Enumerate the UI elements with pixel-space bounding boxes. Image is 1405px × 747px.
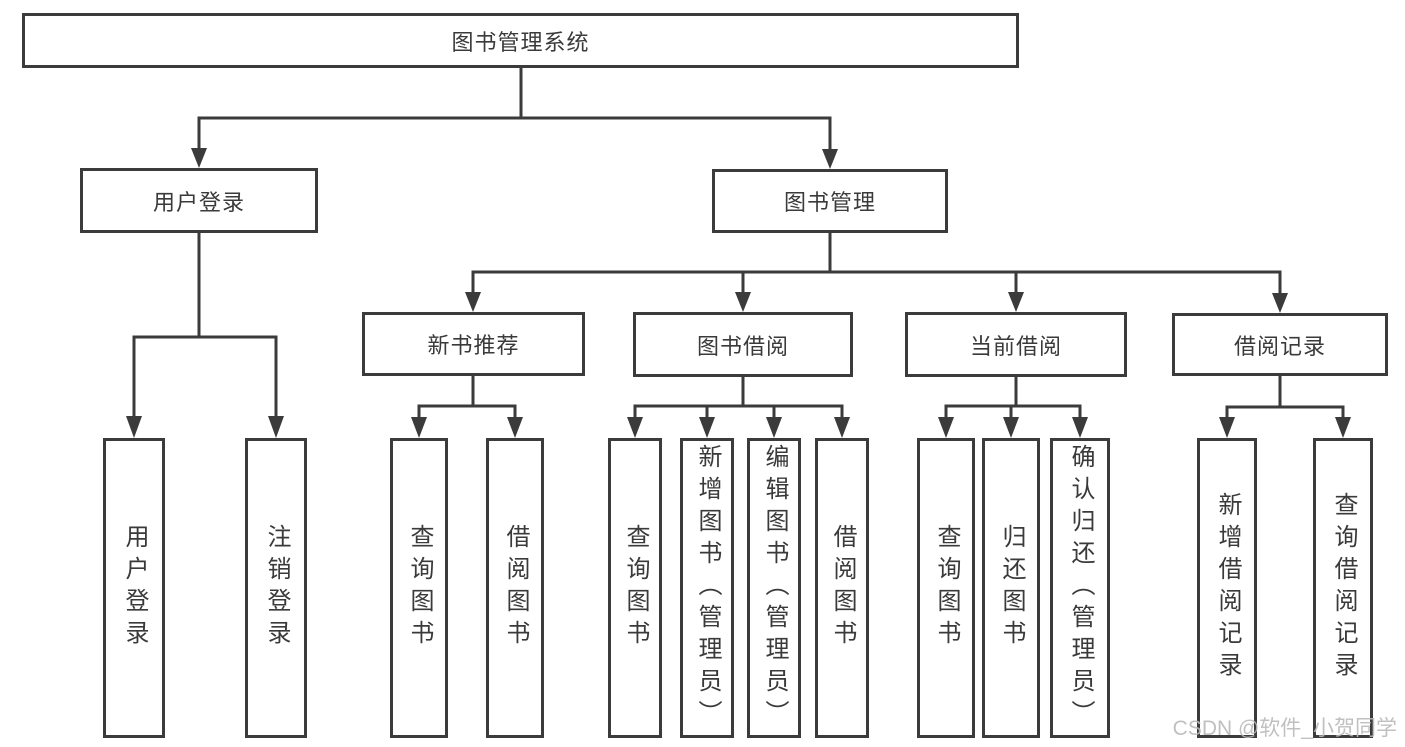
leaf-borrow-books-borrowing: 借阅图书 bbox=[815, 438, 869, 738]
node-label: 当前借阅 bbox=[969, 333, 1062, 359]
leaf-label: 借阅图书 bbox=[829, 524, 856, 652]
leaf-label: 查询图书 bbox=[933, 524, 960, 652]
csdn-watermark: CSDN @软件_小贺同学 bbox=[1172, 717, 1397, 740]
leaf-label: 用户登录 bbox=[121, 524, 148, 652]
leaf-query-books-borrowing: 查询图书 bbox=[608, 438, 662, 738]
leaf-label: 新增借阅记录 bbox=[1214, 492, 1241, 684]
leaf-label: 编辑图书（管理员） bbox=[761, 444, 788, 732]
leaf-confirm-return-admin: 确认归还（管理员） bbox=[1050, 438, 1110, 738]
leaf-label: 注销登录 bbox=[263, 524, 290, 652]
node-label: 借阅记录 bbox=[1233, 333, 1326, 359]
leaf-label: 查询图书 bbox=[622, 524, 649, 652]
node-label: 图书管理系统 bbox=[451, 29, 590, 55]
leaf-logout-login: 注销登录 bbox=[245, 438, 307, 738]
leaf-edit-book-admin: 编辑图书（管理员） bbox=[747, 438, 801, 738]
node-current-borrowing: 当前借阅 bbox=[905, 312, 1127, 377]
node-label: 图书借阅 bbox=[696, 333, 789, 359]
node-new-book-recommend: 新书推荐 bbox=[362, 312, 585, 376]
leaf-borrow-books-recommend: 借阅图书 bbox=[486, 438, 544, 738]
leaf-query-borrow-record: 查询借阅记录 bbox=[1313, 438, 1373, 738]
leaf-label: 确认归还（管理员） bbox=[1067, 444, 1094, 732]
leaf-user-login: 用户登录 bbox=[103, 438, 165, 738]
leaf-label: 查询图书 bbox=[406, 524, 433, 652]
node-label: 新书推荐 bbox=[427, 333, 520, 358]
node-label: 图书管理 bbox=[783, 190, 876, 215]
leaf-add-borrow-record: 新增借阅记录 bbox=[1197, 438, 1257, 738]
node-book-management: 图书管理 bbox=[712, 169, 948, 233]
node-label: 用户登录 bbox=[152, 189, 245, 215]
leaf-return-books: 归还图书 bbox=[982, 438, 1040, 738]
leaf-label: 查询借阅记录 bbox=[1330, 492, 1357, 684]
node-book-borrowing: 图书借阅 bbox=[633, 312, 853, 377]
node-library-system: 图书管理系统 bbox=[22, 13, 1019, 68]
node-user-login: 用户登录 bbox=[80, 168, 318, 233]
leaf-query-books-current: 查询图书 bbox=[917, 438, 975, 738]
leaf-add-book-admin: 新增图书（管理员） bbox=[680, 438, 734, 738]
leaf-label: 归还图书 bbox=[998, 524, 1025, 652]
leaf-label: 借阅图书 bbox=[502, 524, 529, 652]
leaf-query-books-recommend: 查询图书 bbox=[390, 438, 448, 738]
leaf-label: 新增图书（管理员） bbox=[694, 444, 721, 732]
node-borrow-records: 借阅记录 bbox=[1172, 313, 1388, 376]
